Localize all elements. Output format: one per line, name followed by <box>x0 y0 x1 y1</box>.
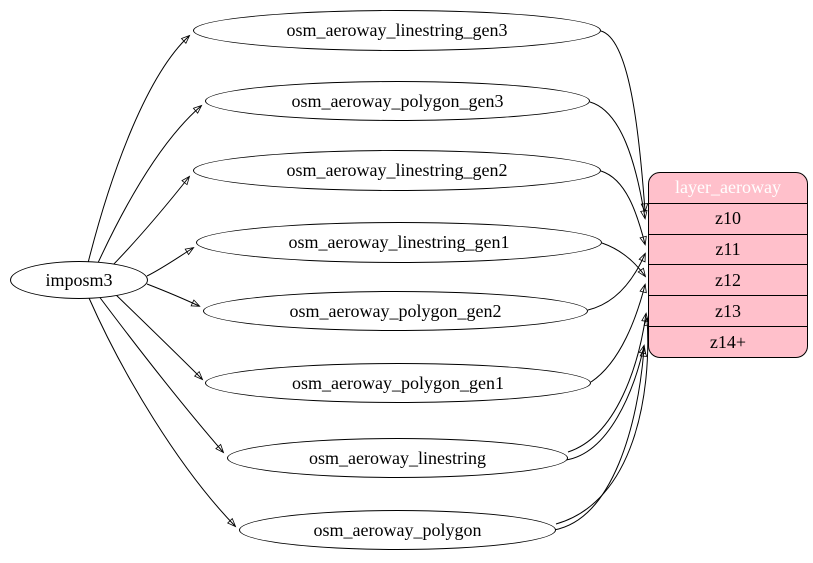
table-label: osm_aeroway_polygon_gen2 <box>289 300 502 321</box>
edge-imposm3-to-osm_aeroway_linestring_gen2 <box>111 177 189 267</box>
table-label: osm_aeroway_linestring_gen2 <box>286 160 508 180</box>
node-osm_aeroway_linestring_gen3: osm_aeroway_linestring_gen3 <box>193 10 601 51</box>
edge-osm_aeroway_linestring_gen2-to-z11 <box>600 170 645 244</box>
edge-imposm3-to-osm_aeroway_polygon_gen1 <box>112 291 202 379</box>
edge-imposm3-to-osm_aeroway_linestring_gen3 <box>87 36 189 264</box>
edge-imposm3-to-osm_aeroway_polygon_gen3 <box>96 106 201 266</box>
edge-imposm3-to-osm_aeroway_polygon <box>88 297 235 526</box>
edge-osm_aeroway_linestring_gen1-to-z12 <box>601 242 645 276</box>
layer-title: layer_aeroway <box>675 177 781 198</box>
layer-row-z13: z13 <box>649 295 807 326</box>
layer-row-z12: z12 <box>649 264 807 295</box>
table-label: osm_aeroway_polygon_gen3 <box>291 90 504 111</box>
table-label: osm_aeroway_polygon <box>313 519 482 540</box>
edge-osm_aeroway_polygon_gen2-to-z11 <box>587 254 645 311</box>
edge-osm_aeroway_polygon-to-z14plus <box>553 349 644 531</box>
layer-row-z11: z11 <box>649 233 807 265</box>
table-label: osm_aeroway_linestring_gen1 <box>288 232 510 252</box>
edge-imposm3-to-osm_aeroway_linestring_gen1 <box>146 248 193 277</box>
edge-osm_aeroway_linestring-to-z14plus <box>565 346 644 461</box>
node-osm_aeroway_linestring_gen1: osm_aeroway_linestring_gen1 <box>196 222 602 263</box>
node-osm_aeroway_polygon_gen3: osm_aeroway_polygon_gen3 <box>205 81 590 121</box>
node-osm_aeroway_polygon_gen2: osm_aeroway_polygon_gen2 <box>203 291 588 331</box>
node-osm_aeroway_linestring: osm_aeroway_linestring <box>227 438 568 478</box>
node-imposm3-label: imposm3 <box>45 269 113 290</box>
layer-row-z14plus: z14+ <box>649 326 807 357</box>
edge-osm_aeroway_polygon-to-z13 <box>555 318 648 525</box>
node-imposm3: imposm3 <box>10 261 148 299</box>
edge-osm_aeroway_polygon_gen1-to-z12 <box>590 285 645 383</box>
table-label: osm_aeroway_linestring <box>309 447 486 468</box>
node-osm_aeroway_polygon: osm_aeroway_polygon <box>239 510 556 550</box>
edge-imposm3-to-osm_aeroway_linestring <box>97 294 223 452</box>
edge-imposm3-to-osm_aeroway_polygon_gen2 <box>146 283 199 306</box>
layer-row-z10: z10 <box>649 202 807 234</box>
node-osm_aeroway_polygon_gen1: osm_aeroway_polygon_gen1 <box>205 363 591 403</box>
edge-osm_aeroway_polygon_gen3-to-z10 <box>589 101 645 218</box>
edge-osm_aeroway_linestring-to-z13 <box>567 314 646 453</box>
table-label: osm_aeroway_polygon_gen1 <box>292 372 504 393</box>
table-label: osm_aeroway_linestring_gen3 <box>286 20 508 40</box>
node-layer_aeroway: layer_aeroway z10 z11 z12 z13 z14+ <box>648 172 808 358</box>
node-osm_aeroway_linestring_gen2: osm_aeroway_linestring_gen2 <box>193 150 601 191</box>
edge-osm_aeroway_linestring_gen3-to-z10 <box>600 30 645 211</box>
